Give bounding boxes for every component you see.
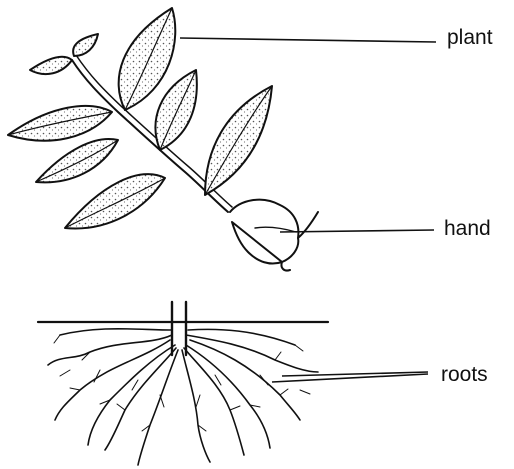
plant-cutting: [8, 8, 318, 271]
hand: [230, 200, 318, 271]
leaf-left-1: [8, 106, 112, 141]
label-hand: hand: [444, 218, 491, 239]
root-strand-8: [190, 340, 300, 420]
root-system: [38, 302, 328, 465]
leaf-top-small-1: [30, 57, 72, 74]
root-strand-11: [60, 329, 172, 335]
root-strand-9: [105, 348, 176, 450]
root-strand-6: [186, 335, 318, 372]
root-strand-12: [188, 329, 295, 345]
root-strand-10: [184, 348, 244, 455]
root-strand-7: [55, 340, 170, 420]
leader-line-plant: [180, 38, 436, 42]
label-roots: roots: [441, 364, 488, 385]
label-plant: plant: [447, 27, 493, 48]
leader-line-hand: [280, 230, 434, 232]
leaf-top-small-2: [73, 34, 98, 56]
